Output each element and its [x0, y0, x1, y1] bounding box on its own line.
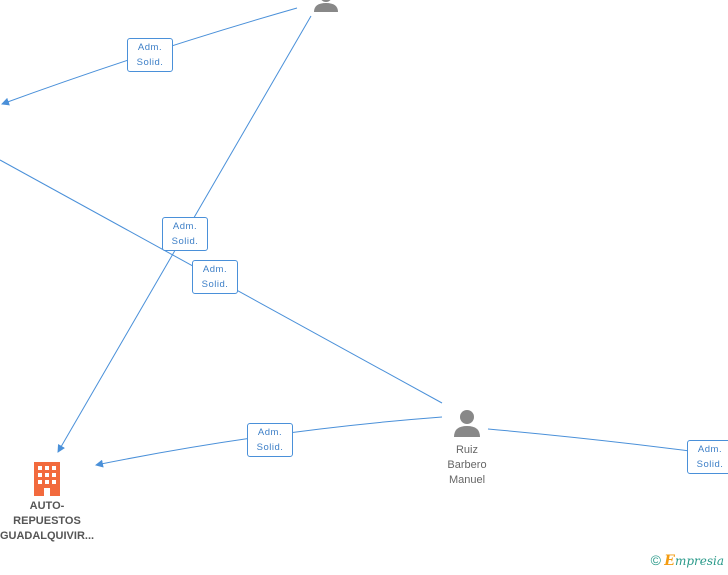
company-name-line: REPUESTOS — [13, 515, 81, 527]
person-name-line: Ruiz — [455, 444, 478, 456]
footer-brand[interactable]: © Empresia — [651, 552, 724, 569]
edge-label-top-company[interactable]: Adm. Solid. — [162, 217, 208, 251]
edge-label-center-right[interactable]: Adm. Solid. — [687, 440, 728, 474]
edge-label-line2: Solid. — [171, 236, 199, 247]
edge-label-line2: Solid. — [696, 459, 724, 470]
person-name-line: Manuel — [448, 474, 486, 486]
person-center-label[interactable]: Ruiz Barbero Manuel — [425, 443, 509, 488]
company-label[interactable]: AUTO- REPUESTOS GUADALQUIVIR... — [0, 499, 102, 544]
edge-label-line2: Solid. — [136, 57, 164, 68]
person-name-line: Barbero — [447, 459, 487, 471]
edge-label-center-company[interactable]: Adm. Solid. — [247, 423, 293, 457]
edge-label-line1: Adm. — [202, 264, 228, 275]
edge-label-line1: Adm. — [137, 42, 163, 53]
copyright-symbol: © — [650, 552, 661, 568]
edge-label-line1: Adm. — [697, 444, 723, 455]
company-name-line: GUADALQUIVIR... — [0, 530, 95, 542]
edge-label-left-center[interactable]: Adm. Solid. — [192, 260, 238, 294]
edge-label-top-left[interactable]: Adm. Solid. — [127, 38, 173, 72]
edge-label-line1: Adm. — [257, 427, 283, 438]
brand-logo-text: mpresia — [674, 554, 724, 568]
person-icon-top[interactable] — [311, 0, 341, 14]
edge-label-line2: Solid. — [256, 442, 284, 453]
company-name-line: AUTO- — [29, 500, 65, 512]
edge-label-line2: Solid. — [201, 279, 229, 290]
brand-logo-initial: E — [664, 553, 675, 569]
building-icon[interactable] — [30, 460, 64, 496]
edge-label-line1: Adm. — [172, 221, 198, 232]
person-icon-center[interactable] — [452, 408, 482, 438]
